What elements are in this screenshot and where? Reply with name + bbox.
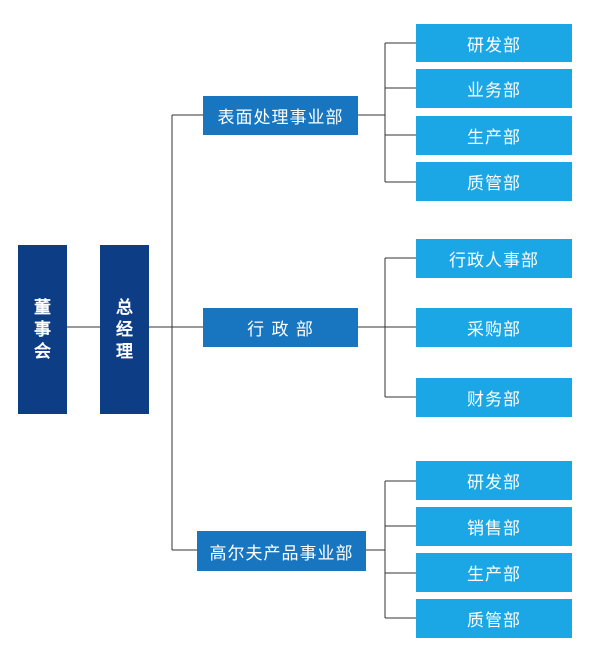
- gm-char: 总: [116, 297, 133, 318]
- board-char: 会: [34, 341, 51, 362]
- division-surface-treatment: 表面处理事业部: [203, 96, 358, 135]
- department-label: 业务部: [467, 81, 521, 101]
- department-box: 销售部: [416, 507, 572, 546]
- department-label: 销售部: [467, 519, 521, 539]
- department-label: 生产部: [467, 128, 521, 148]
- department-box: 质管部: [416, 599, 572, 638]
- department-box: 质管部: [416, 162, 572, 201]
- department-label: 质管部: [467, 611, 521, 631]
- department-label: 采购部: [467, 320, 521, 340]
- department-box: 采购部: [416, 308, 572, 347]
- division-golf-products: 高尔夫产品事业部: [197, 531, 366, 571]
- gm-char: 理: [116, 341, 133, 362]
- department-label: 研发部: [467, 35, 521, 56]
- gm-char: 经: [116, 319, 133, 340]
- board-char: 董: [34, 297, 51, 318]
- department-box: 生产部: [416, 553, 572, 592]
- division-label: 表面处理事业部: [217, 108, 344, 128]
- board-char: 事: [34, 319, 51, 340]
- division-administration: 行 政 部: [203, 308, 358, 347]
- department-box: 研发部: [416, 24, 572, 62]
- department-box: 生产部: [416, 116, 572, 155]
- department-box: 行政人事部: [416, 239, 572, 278]
- department-label: 研发部: [467, 473, 521, 493]
- department-box: 业务部: [416, 69, 572, 108]
- division-label: 行 政 部: [247, 320, 314, 340]
- board-box: 董 事 会: [18, 245, 67, 414]
- department-label: 生产部: [467, 565, 521, 585]
- department-label: 行政人事部: [449, 251, 539, 271]
- department-box: 研发部: [416, 461, 572, 500]
- general-manager-box: 总 经 理: [100, 245, 149, 414]
- department-label: 质管部: [467, 174, 521, 194]
- department-box: 财务部: [416, 378, 572, 417]
- department-label: 财务部: [467, 390, 521, 410]
- division-label: 高尔夫产品事业部: [209, 543, 354, 564]
